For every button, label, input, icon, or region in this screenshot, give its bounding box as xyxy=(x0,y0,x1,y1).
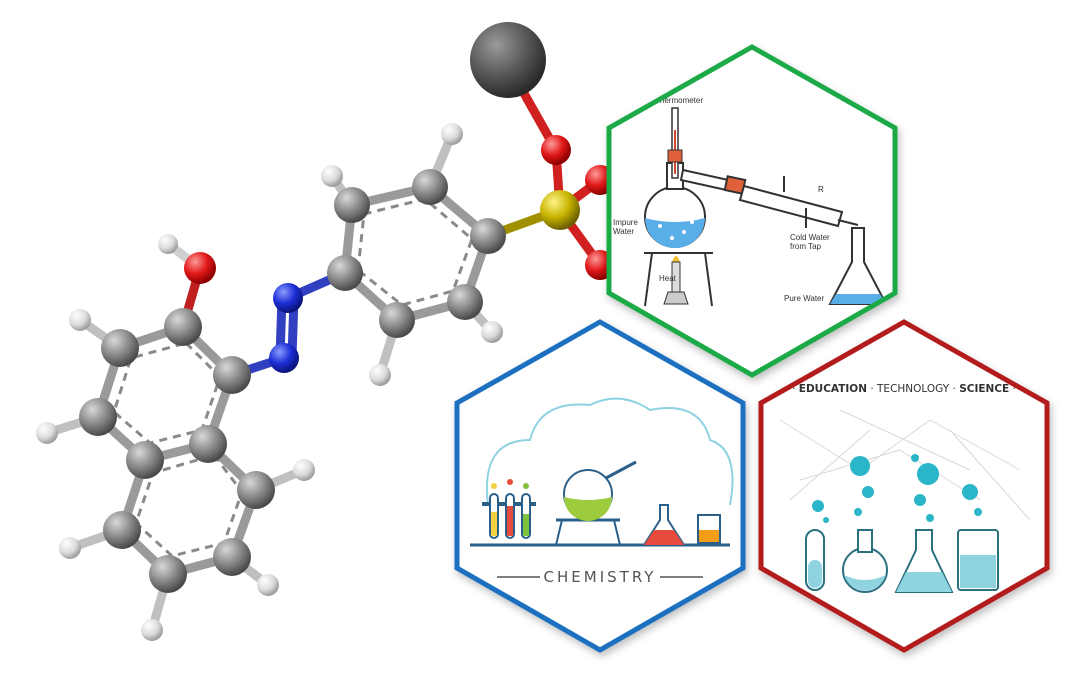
science-header: · EDUCATION · TECHNOLOGY · SCIENCE · xyxy=(792,383,1016,395)
cold-water-label-line2: from Tap xyxy=(790,242,822,251)
header-education: EDUCATION xyxy=(799,383,867,395)
impure-water-label-line1: Impure xyxy=(613,218,638,227)
condenser xyxy=(679,168,859,228)
conical-flask xyxy=(828,227,888,305)
bunsen-burner xyxy=(663,256,689,305)
azo-dye-molecule-model xyxy=(36,22,615,641)
chemistry-panel: CHEMISTRY xyxy=(454,319,746,653)
test-tube-rack xyxy=(482,479,536,539)
cloud-outline xyxy=(486,397,734,506)
heated-flask xyxy=(555,460,637,546)
science-panel: · EDUCATION · TECHNOLOGY · SCIENCE · xyxy=(758,319,1050,653)
thermometer-label: Thermometer xyxy=(655,96,703,105)
thermometer xyxy=(667,107,683,179)
beaker xyxy=(697,514,721,544)
impure-water-label-line2: Water xyxy=(613,227,634,236)
science-bubbles xyxy=(812,454,982,523)
chemistry-caption: CHEMISTRY xyxy=(544,568,657,586)
round-bottom-flask xyxy=(644,162,706,248)
tripod-stand xyxy=(644,252,713,307)
science-glassware xyxy=(805,529,999,593)
cold-water-label-line1: Cold Water xyxy=(790,233,830,242)
erlenmeyer-flask xyxy=(642,504,686,546)
header-technology: TECHNOLOGY xyxy=(876,383,950,395)
pure-water-label: Pure Water xyxy=(784,294,824,303)
heat-label: Heat xyxy=(659,274,677,283)
r-label: R xyxy=(818,185,824,194)
header-science: SCIENCE xyxy=(959,383,1009,395)
distillation-panel: Thermometer Impure Water Heat R Cold Wat… xyxy=(606,44,898,378)
